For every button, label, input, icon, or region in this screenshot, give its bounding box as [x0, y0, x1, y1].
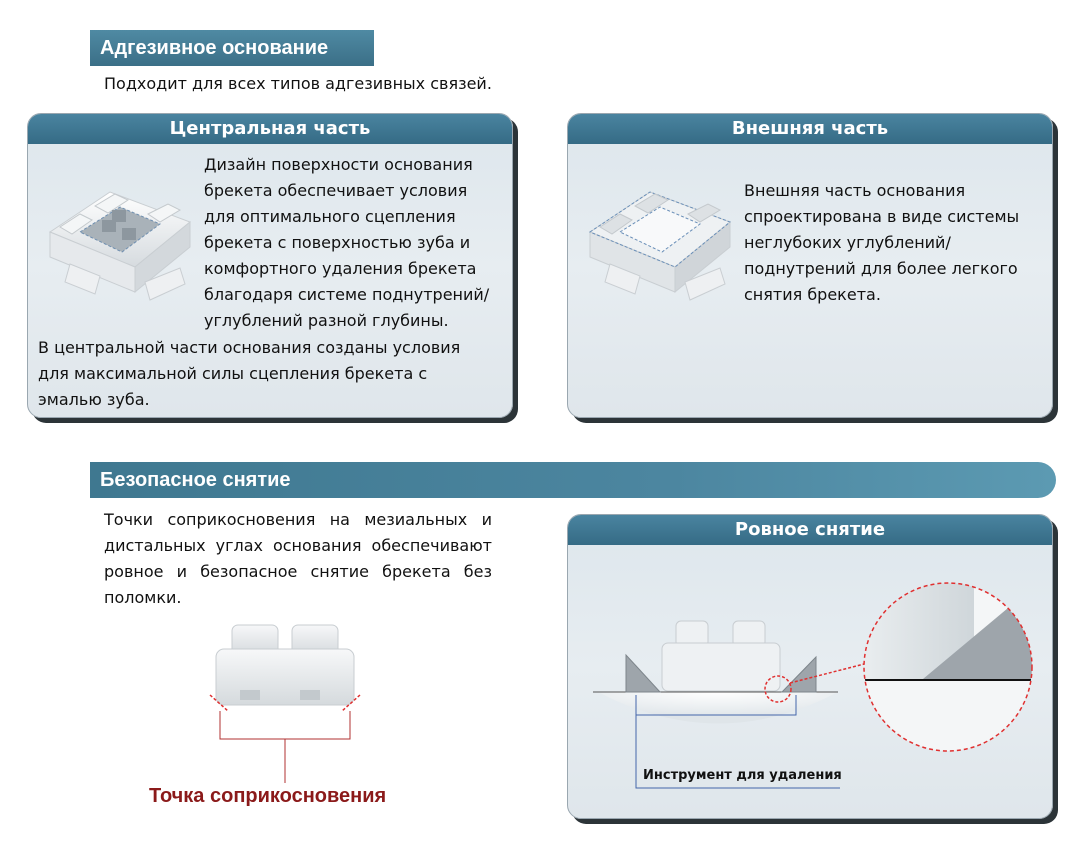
outer-part-text: Внешняя часть основания спроектирована в… [744, 178, 1019, 308]
central-part-title: Центральная часть [28, 114, 512, 144]
central-line: углублений разной глубины. [204, 311, 449, 330]
central-line: для оптимального сцепления [204, 207, 456, 226]
section-header-adhesive: Адгезивное основание [90, 30, 374, 66]
bracket-outer-image [588, 191, 731, 301]
central-line: брекета обеспечивает условия [204, 181, 468, 200]
outer-line: снятия брекета. [744, 285, 881, 304]
outer-part-card: Внешняя часть Внешняя часть основания сп… [567, 113, 1053, 418]
outer-part-title: Внешняя часть [568, 114, 1052, 144]
central-line: Дизайн поверхности основания [204, 155, 473, 174]
outer-line: поднутрений для более легкого [744, 259, 1018, 278]
adhesive-subtitle: Подходит для всех типов адгезивных связе… [104, 74, 492, 93]
outer-line: спроектирована в виде системы [744, 207, 1020, 226]
bracket-base-image [48, 191, 191, 301]
central-part-bottom-text: В центральной части основания созданы ус… [38, 335, 460, 413]
central-bottom-line: В центральной части основания созданы ус… [38, 338, 461, 357]
bracket-side-image [209, 624, 361, 783]
contact-point-label: Точка соприкосновения [149, 785, 387, 807]
central-part-card: Центральная часть Дизайн поверхности осн… [27, 113, 513, 418]
central-line: комфортного удаления брекета [204, 259, 477, 278]
section-header-safe-removal: Безопасное снятие [90, 462, 1056, 498]
safe-removal-text: Точки соприкосновения на мезиальных и ди… [104, 510, 492, 607]
central-bottom-line: эмалью зуба. [38, 390, 150, 409]
outer-line: неглубоких углублений/ [744, 233, 951, 252]
smooth-removal-title: Ровное снятие [568, 515, 1052, 545]
removal-tool-label: Инструмент для удаления [643, 768, 842, 783]
smooth-removal-card: Ровное снятие [567, 514, 1053, 819]
removal-diagram [593, 582, 1033, 789]
central-part-text: Дизайн поверхности основания брекета обе… [204, 152, 489, 334]
central-bottom-line: для максимальной силы сцепления брекета … [38, 364, 428, 383]
central-line: благодаря системе поднутрений/ [204, 285, 490, 304]
outer-line: Внешняя часть основания [744, 181, 966, 200]
central-line: брекета с поверхностью зуба и [204, 233, 471, 252]
